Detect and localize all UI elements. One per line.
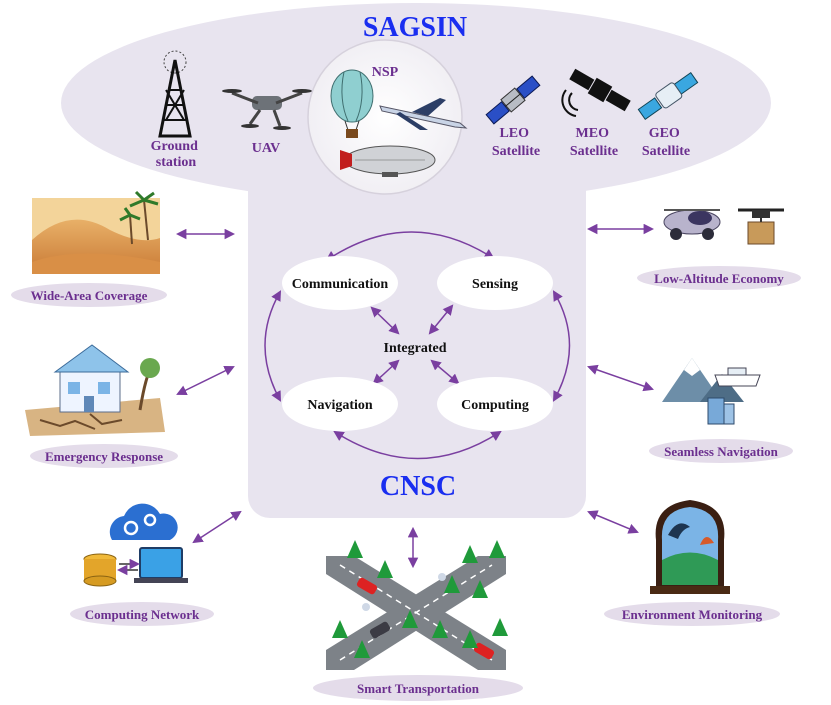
svg-text:Communication: Communication	[292, 277, 389, 292]
svg-text:Smart Transportation: Smart Transportation	[357, 681, 480, 696]
mountain-ship-city-icon	[662, 358, 761, 425]
geo-satellite-icon	[637, 72, 699, 120]
svg-text:Emergency Response: Emergency Response	[45, 449, 163, 464]
computing-network-label: Computing Network	[70, 602, 214, 626]
road-intersection-icon	[326, 540, 508, 670]
sagsin-title: SAGSIN	[363, 12, 467, 43]
svg-text:Computing: Computing	[461, 398, 529, 413]
cnsc-title: CNSC	[380, 471, 456, 502]
node-integrated: Integrated	[384, 341, 447, 356]
node-communication: Communication	[282, 256, 398, 310]
application-arrows	[175, 223, 655, 569]
geo-label: GEO Satellite	[642, 126, 690, 159]
earthquake-house-icon	[25, 344, 165, 436]
svg-text:Sensing: Sensing	[472, 277, 518, 292]
cnsc-cycle-arrows	[264, 231, 571, 460]
meo-label: MEO Satellite	[570, 126, 618, 159]
svg-text:Computing Network: Computing Network	[85, 607, 200, 622]
nsp-label: NSP	[372, 65, 399, 80]
svg-text:Environment Monitoring: Environment Monitoring	[622, 607, 763, 622]
cloud-server-icon	[83, 503, 188, 587]
balloon-plane-airship-icon	[307, 39, 468, 195]
drone-icon	[222, 89, 312, 130]
desert-icon	[32, 190, 160, 274]
node-sensing: Sensing	[437, 256, 553, 310]
emergency-response-label: Emergency Response	[30, 444, 178, 468]
leo-label: LEO Satellite	[492, 126, 540, 159]
uav-label: UAV	[252, 141, 281, 156]
wide-area-coverage-label: Wide-Area Coverage	[11, 283, 167, 307]
satellite-signal-icon	[561, 68, 631, 117]
air-taxi-drone-icon	[663, 208, 784, 245]
node-navigation: Navigation	[282, 377, 398, 431]
radio-tower-icon	[158, 50, 192, 138]
svg-text:Navigation: Navigation	[307, 398, 373, 413]
leo-satellite-icon	[485, 75, 541, 125]
svg-text:Low-Altitude Economy: Low-Altitude Economy	[654, 271, 784, 286]
svg-text:Seamless Navigation: Seamless Navigation	[664, 444, 779, 459]
low-altitude-economy-label: Low-Altitude Economy	[637, 266, 801, 290]
environment-monitoring-label: Environment Monitoring	[604, 602, 780, 626]
node-computing: Computing	[437, 377, 553, 431]
smart-transportation-label: Smart Transportation	[313, 675, 523, 701]
ground-station-label: Ground station	[151, 139, 202, 170]
ecosystem-icon	[650, 500, 730, 594]
svg-text:Wide-Area Coverage: Wide-Area Coverage	[31, 288, 148, 303]
seamless-navigation-label: Seamless Navigation	[649, 439, 793, 463]
